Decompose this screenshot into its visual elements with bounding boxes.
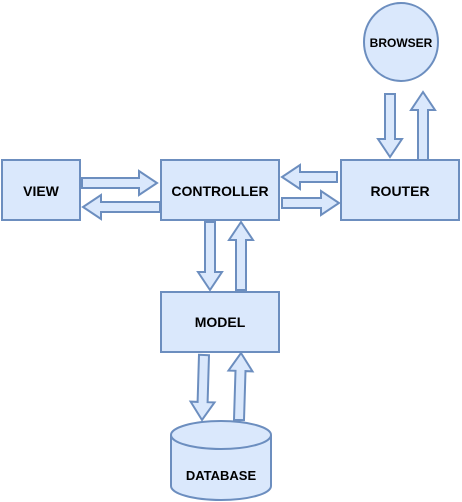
database-top-rim	[170, 434, 272, 450]
browser-shape	[363, 2, 439, 82]
browser-node: BROWSER	[363, 2, 439, 82]
controller-node: CONTROLLER	[160, 159, 280, 221]
arrow-database-to-model	[226, 351, 255, 422]
model-shape	[160, 291, 280, 353]
arrow-view-to-controller	[81, 169, 159, 197]
arrow-browser-to-router	[376, 93, 404, 159]
controller-label: CONTROLLER	[171, 183, 268, 199]
arrow-controller-to-view	[81, 193, 161, 221]
arrow-model-to-controller	[227, 220, 255, 291]
arrow-router-to-controller	[280, 163, 338, 191]
router-shape	[340, 159, 460, 221]
view-label: VIEW	[23, 183, 60, 199]
controller-shape	[160, 159, 280, 221]
arrow-controller-to-router	[281, 189, 341, 217]
view-node: VIEW	[1, 159, 81, 221]
model-label: MODEL	[195, 314, 246, 330]
arrow-controller-to-model	[196, 221, 224, 292]
arrows-layer	[81, 90, 437, 422]
arrow-model-to-database	[188, 353, 217, 422]
browser-label: BROWSER	[370, 36, 433, 50]
router-node: ROUTER	[340, 159, 460, 221]
model-node: MODEL	[160, 291, 280, 353]
database-label: DATABASE	[186, 468, 257, 483]
arrow-router-to-browser	[409, 90, 437, 161]
database-node: DATABASE	[170, 420, 272, 501]
view-shape	[1, 159, 81, 221]
database-shape	[170, 420, 272, 501]
router-label: ROUTER	[370, 183, 429, 199]
